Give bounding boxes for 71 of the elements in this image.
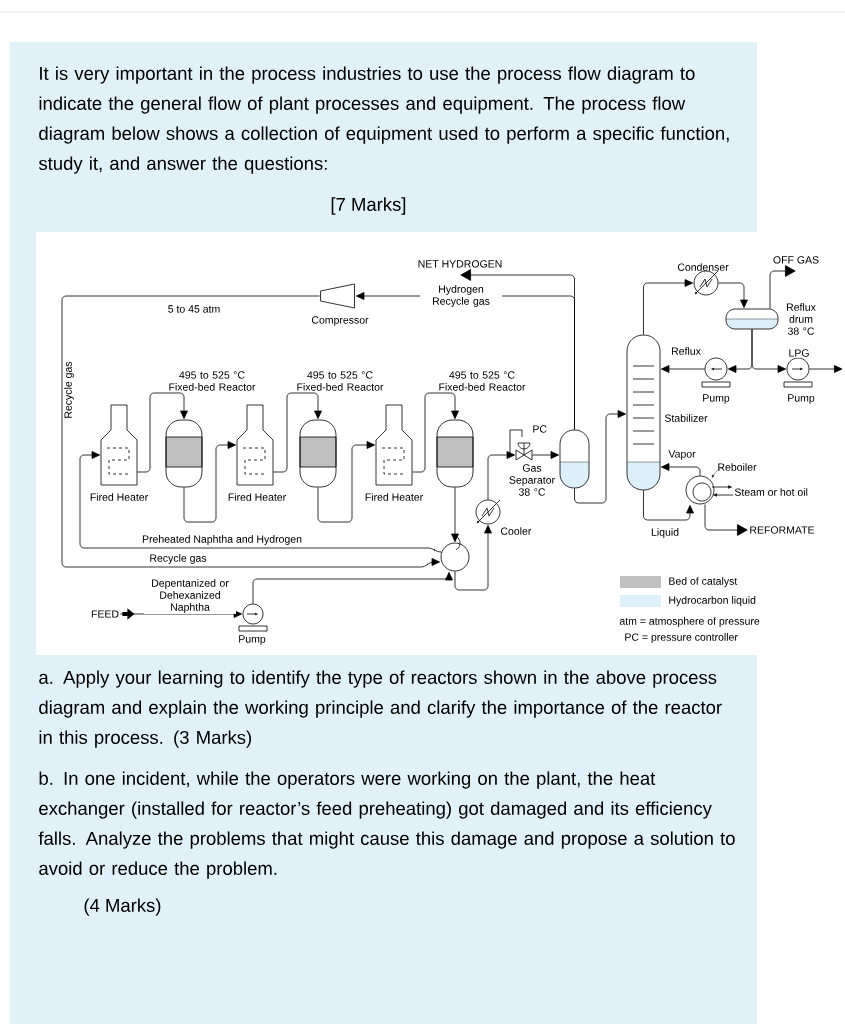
flow-arrow (79, 451, 442, 553)
fired-heater: Fired Heater (90, 404, 148, 501)
node-label: 495 to 525 °C Fixed-bed Reactor (169, 371, 256, 391)
flow-arrow (751, 329, 787, 373)
flow-arrow (532, 451, 559, 459)
marks-text: [7 Marks] (331, 197, 406, 215)
note-text: atm = atmosphere of pressure (619, 617, 760, 627)
node-label: 495 to 525 °C Fixed-bed Reactor (297, 371, 384, 391)
edge-label: Vapor (667, 449, 697, 461)
flow-arrow (61, 295, 440, 568)
edge-label: Preheated Naphtha and Hydrogen (141, 534, 303, 546)
compressor: Compressor (311, 283, 369, 326)
flow-arrow (643, 490, 694, 521)
stream-label: Recycle gas (150, 554, 207, 564)
node-label: Reflux drum 38 °C (786, 303, 816, 335)
stream-label: Recycle gas (64, 361, 74, 418)
flow-arrow (769, 265, 796, 309)
flow-arrow (454, 525, 492, 591)
edge-label: Depentanized or Dehexanized Naphtha (144, 578, 236, 614)
control-valve: PC (509, 425, 547, 461)
node-label: Compressor (311, 316, 369, 326)
flow-arrow (574, 410, 626, 504)
flow-arrow (704, 504, 748, 536)
question-text: b. In one incident, while the operators were working on the plant, the heat exchanger (installed for reactor’s feed preheating) got damaged and its efficiency falls. Analyze the problems that might cause this damage and propose a solution to avoid or reduce the problem. (38, 771, 735, 879)
pressure-label: 5 to 45 atm (168, 305, 220, 313)
legend-text: Hydrocarbon liquid (669, 596, 756, 606)
node-label: Condenser (677, 263, 729, 271)
flow-arrow (643, 279, 694, 335)
marks-text: (4 Marks) (84, 898, 161, 916)
flow-arrow (809, 365, 843, 373)
edge-label: LPG (787, 348, 811, 358)
node-label: 495 to 525 °C Fixed-bed Reactor (439, 371, 526, 391)
node-label: Fired Heater (90, 493, 148, 501)
node-label: Pump (703, 394, 730, 404)
node-label: Pump (788, 394, 815, 404)
flow-arrow (183, 441, 236, 523)
edge-label: Liquid (650, 527, 680, 539)
note-text: PC = pressure controller (625, 633, 738, 643)
node-label: Fired Heater (365, 493, 423, 501)
flow-arrow (317, 441, 375, 523)
flow-arrow (252, 572, 453, 604)
flow-arrow (661, 463, 701, 476)
node-label: Stabilizer (664, 414, 708, 422)
legend-text: Bed of catalyst (669, 577, 738, 587)
question-text: It is very important in the process industries to use the process flow diagram to indicate the general flow of plant processes and equipment. The process flow diagram below shows a collection of equipment used to perform a specific function, study it, and answer the questions: (38, 66, 729, 174)
stream-label: Steam or hot oil (734, 488, 808, 496)
edge-label: Reflux (670, 346, 702, 356)
edge-label: Hydrogen Recycle gas (420, 284, 502, 308)
flow-arrow (451, 487, 459, 542)
flow-arrow (487, 451, 515, 500)
node-label: Pump (239, 635, 266, 645)
cooler: Cooler (475, 499, 532, 535)
reflux-drum: Reflux drum 38 °C (725, 303, 816, 335)
flow-arrow (273, 392, 322, 473)
condenser: Condenser (677, 263, 729, 296)
node-label: PC (533, 425, 547, 433)
stream-label: OFF GAS (773, 256, 819, 264)
node-label: Cooler (500, 527, 532, 535)
heat-exchanger (440, 535, 470, 572)
pump: Pump (701, 357, 731, 404)
stream-label: FEED (91, 610, 119, 618)
flow-arrow (718, 282, 748, 308)
question-text: a. Apply your learning to identify the type of reactors shown in the above process diagram and explain the working principle and clarify the importance of the reactor in this process. (3 Marks) (39, 670, 722, 748)
node-label: Reboiler (718, 463, 757, 471)
pump: Pump (238, 603, 268, 645)
pump: Pump (783, 357, 815, 404)
stream-label: NET HYDROGEN (418, 260, 502, 268)
flow-arrow (460, 269, 575, 430)
stream-label: REFORMATE (750, 526, 815, 534)
node-label: Fired Heater (228, 493, 286, 501)
flow-arrow (661, 365, 705, 373)
